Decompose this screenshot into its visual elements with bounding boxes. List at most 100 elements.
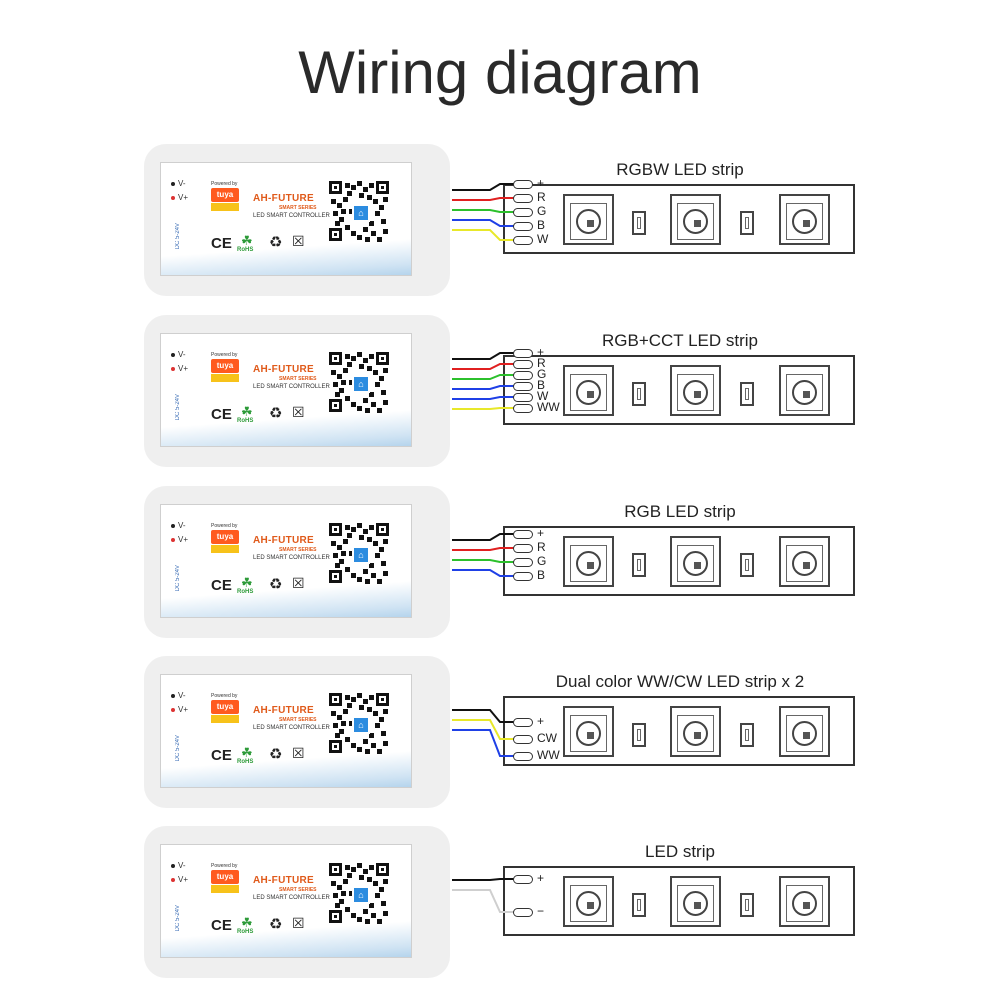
smd-led-chip-icon [779, 876, 830, 927]
led-chip-body [786, 545, 823, 582]
pin-v-plus: V+ [171, 705, 188, 714]
led-die [587, 902, 594, 909]
qr-module [341, 209, 346, 214]
smart-home-app-icon: ⌂ [352, 716, 370, 734]
ce-mark-icon: CE [211, 406, 232, 423]
ce-mark-icon: CE [211, 235, 232, 252]
qr-module [347, 533, 352, 538]
wire-G [452, 374, 514, 380]
product-name: LED SMART CONTROLLER [253, 725, 330, 731]
smd-led-chip-icon [563, 706, 614, 757]
resistor-icon [632, 723, 646, 747]
pin-v-plus: V+ [171, 875, 188, 884]
product-name: LED SMART CONTROLLER [253, 213, 330, 219]
ce-mark-icon: CE [211, 747, 232, 764]
led-chip-body [677, 715, 714, 752]
solder-pad [513, 236, 533, 245]
rohs-text: RoHS [237, 929, 254, 935]
powered-by-text: Powered by [211, 693, 238, 699]
led-die [694, 562, 701, 569]
led-die [803, 732, 810, 739]
qr-module [337, 715, 342, 720]
qr-module [343, 197, 348, 202]
resistor-body [745, 388, 749, 400]
qr-module [343, 709, 348, 714]
wire-CW [452, 396, 514, 400]
qr-module [381, 561, 386, 566]
qr-finder [376, 181, 389, 194]
pin-v-minus-label: V- [178, 350, 186, 359]
brand-name: AH-FUTURE [253, 364, 315, 375]
pin-v-plus-label: V+ [178, 193, 189, 202]
solder-pad [513, 718, 533, 727]
recycle-icon: ♻ [269, 405, 283, 422]
resistor-body [745, 559, 749, 571]
pad-label: W [537, 389, 549, 403]
qr-module [363, 699, 368, 704]
qr-module [331, 711, 336, 716]
qr-finder [376, 523, 389, 536]
resistor-body [637, 217, 641, 229]
pad-label: + [537, 176, 545, 190]
led-chip-body [570, 374, 607, 411]
product-name: LED SMART CONTROLLER [253, 555, 330, 561]
wire-R [452, 547, 514, 551]
led-die [587, 732, 594, 739]
qr-finder [329, 523, 342, 536]
qr-module [369, 865, 374, 870]
qr-module [377, 579, 382, 584]
qr-module [369, 392, 374, 397]
pin-v-plus-label: V+ [178, 875, 189, 884]
qr-module [371, 402, 376, 407]
qr-module [331, 199, 336, 204]
weee-bin-icon: ☒ [292, 233, 305, 249]
led-die [587, 562, 594, 569]
qr-module [373, 881, 378, 886]
qr-module [363, 529, 368, 534]
brand-name: AH-FUTURE [253, 535, 315, 546]
led-strip [503, 184, 855, 254]
qr-module [359, 193, 364, 198]
qr-module [383, 911, 388, 916]
led-lens-icon [792, 551, 817, 576]
led-die [694, 732, 701, 739]
qr-module [379, 205, 384, 210]
led-die [694, 220, 701, 227]
pad-label: B [537, 218, 546, 232]
qr-module [357, 577, 362, 582]
resistor-icon [632, 893, 646, 917]
led-lens-icon [576, 891, 601, 916]
tuya-logo: tuya [211, 870, 239, 884]
tuya-logo: tuya [211, 530, 239, 544]
qr-module [379, 547, 384, 552]
qr-finder [329, 740, 342, 753]
qr-module [331, 881, 336, 886]
qr-module [363, 909, 368, 914]
pad-label: + [537, 871, 545, 885]
qr-module [367, 537, 372, 542]
led-die [694, 902, 701, 909]
pin-dot-icon [171, 181, 175, 186]
pad-label: G [537, 554, 547, 568]
qr-module [351, 527, 356, 532]
pin-v-plus-label: V+ [178, 535, 189, 544]
qr-module [351, 356, 356, 361]
qr-module [359, 705, 364, 710]
led-die [587, 391, 594, 398]
smd-led-chip-icon [563, 194, 614, 245]
led-lens-icon [576, 209, 601, 234]
wire-B [452, 569, 514, 577]
pad-label: CW [537, 731, 557, 745]
pad-label: − [537, 904, 545, 918]
recycle-icon: ♻ [269, 746, 283, 763]
leaf-icon: ☘ [241, 575, 253, 590]
pin-dot-icon [171, 877, 175, 882]
qr-module [377, 749, 382, 754]
rohs-text: RoHS [237, 247, 254, 253]
qr-module [379, 376, 384, 381]
qr-module [363, 358, 368, 363]
